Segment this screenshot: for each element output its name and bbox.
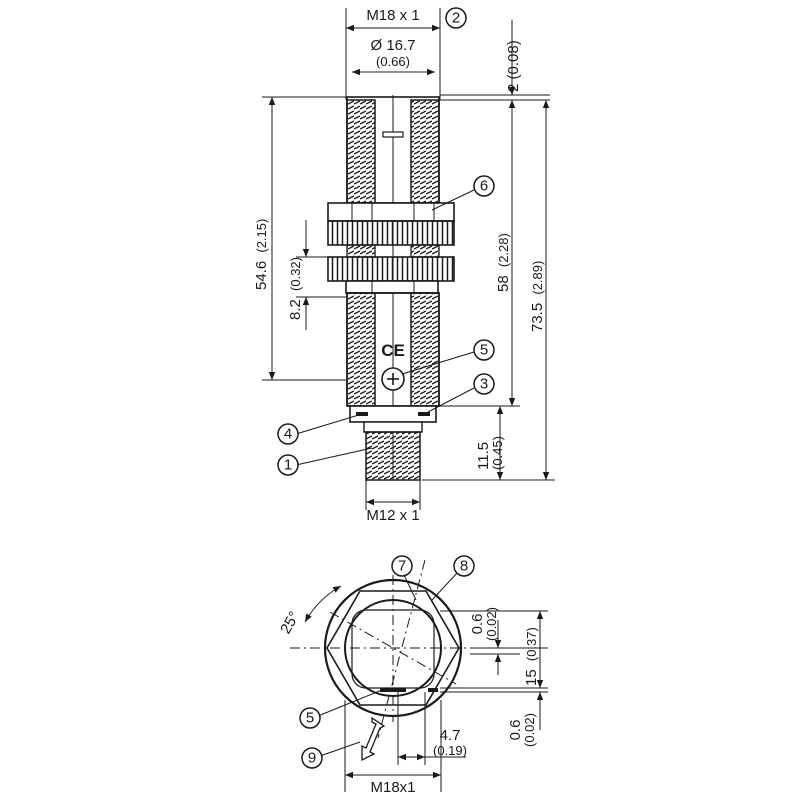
dim-connector-length: 11.5 (0.45) bbox=[475, 406, 505, 480]
direction-arrow-icon bbox=[361, 716, 386, 762]
dim-thread-length: 54.6 (2.15) bbox=[253, 96, 346, 381]
label-dim-d: 4.7 bbox=[440, 727, 461, 744]
dim-body-length: 58 (2.28) bbox=[440, 100, 520, 407]
svg-text:1: 1 bbox=[284, 457, 292, 474]
svg-text:58 (2.28): 58 (2.28) bbox=[495, 233, 512, 292]
label-bottom-thread-view: M18x1 bbox=[370, 779, 415, 796]
callout-2: 2 bbox=[445, 7, 467, 29]
label-nut-height: 8.2 bbox=[287, 299, 304, 320]
label-total-length: 73.5 bbox=[529, 303, 546, 332]
svg-text:8: 8 bbox=[460, 558, 468, 575]
callout-7: 7 bbox=[391, 555, 413, 577]
dim-top-thread: M18 x 1 bbox=[345, 7, 441, 100]
label-dim-c: 0.6 bbox=[507, 720, 524, 741]
dim-top-offset: 2 (0.08) bbox=[440, 20, 550, 101]
nut-upper bbox=[327, 202, 455, 246]
svg-text:6: 6 bbox=[480, 178, 488, 195]
label-dim-b-in: (0.37) bbox=[524, 627, 539, 661]
lower-thread-left bbox=[346, 292, 376, 407]
label-nut-height-in: (0.32) bbox=[288, 257, 303, 291]
label-thread-length-in: (2.15) bbox=[254, 219, 269, 253]
label-dim-d-in: (0.19) bbox=[433, 743, 467, 758]
dim-total-length: 73.5 (2.89) bbox=[422, 100, 555, 481]
callout-6: 6 bbox=[473, 175, 495, 197]
svg-text:4: 4 bbox=[284, 426, 292, 443]
callout-3: 3 bbox=[473, 373, 495, 395]
callout-5: 5 bbox=[473, 339, 495, 361]
label-dim-a: 0.6 bbox=[469, 614, 486, 635]
svg-text:8.2 (0.32): 8.2 (0.32) bbox=[287, 257, 304, 320]
adjust-screw bbox=[381, 367, 405, 391]
label-top-offset: 2 (0.08) bbox=[505, 40, 522, 92]
nut-lower bbox=[327, 256, 455, 294]
svg-text:9: 9 bbox=[308, 750, 316, 767]
callout-1: 1 bbox=[277, 454, 299, 476]
dim-diameter: Ø 16.7 (0.66) bbox=[352, 37, 435, 76]
label-dim-c-in: (0.02) bbox=[522, 713, 537, 747]
svg-text:7: 7 bbox=[398, 558, 406, 575]
label-body-length-in: (2.28) bbox=[496, 233, 511, 267]
label-connector-length-in: (0.45) bbox=[490, 436, 505, 470]
svg-text:73.5 (2.89): 73.5 (2.89) bbox=[529, 261, 546, 332]
svg-text:54.6 (2.15): 54.6 (2.15) bbox=[253, 219, 270, 290]
svg-text:3: 3 bbox=[480, 376, 488, 393]
callout-5-bottom: 5 bbox=[299, 707, 321, 729]
label-bottom-thread: M12 x 1 bbox=[366, 507, 419, 524]
label-diameter: Ø 16.7 bbox=[370, 37, 415, 54]
ce-mark: CE bbox=[381, 341, 405, 360]
bottom-view: 25° 7 8 5 9 bbox=[277, 555, 548, 796]
label-total-length-in: (2.89) bbox=[530, 261, 545, 295]
label-diameter-in: (0.66) bbox=[376, 54, 410, 69]
label-connector-length: 11.5 bbox=[475, 442, 492, 470]
upper-thread-right bbox=[410, 99, 440, 204]
hex-outline bbox=[326, 590, 460, 706]
upper-thread-left bbox=[346, 99, 376, 204]
label-dim-a-in: (0.02) bbox=[484, 607, 499, 641]
dim-nut-height: 8.2 (0.32) bbox=[287, 220, 346, 330]
lower-thread-right bbox=[410, 292, 440, 407]
callout-4: 4 bbox=[277, 423, 299, 445]
side-view: M18 x 1 Ø 16.7 (0.66) 2 2 (0.08) bbox=[253, 7, 555, 524]
dim-bottom-thread: M12 x 1 bbox=[365, 480, 421, 524]
svg-text:5: 5 bbox=[306, 710, 314, 727]
svg-text:15 (0.37): 15 (0.37) bbox=[523, 627, 540, 686]
callout-8: 8 bbox=[453, 555, 475, 577]
label-top-thread: M18 x 1 bbox=[366, 7, 419, 24]
svg-text:2: 2 bbox=[452, 10, 460, 27]
label-dim-b: 15 bbox=[523, 669, 540, 686]
svg-text:5: 5 bbox=[480, 342, 488, 359]
minus-mark bbox=[382, 131, 404, 138]
label-thread-length: 54.6 bbox=[253, 261, 270, 290]
label-angle: 25° bbox=[277, 609, 303, 637]
label-body-length: 58 bbox=[495, 275, 512, 292]
connector-m12 bbox=[363, 421, 423, 481]
callout-9: 9 bbox=[301, 747, 323, 769]
